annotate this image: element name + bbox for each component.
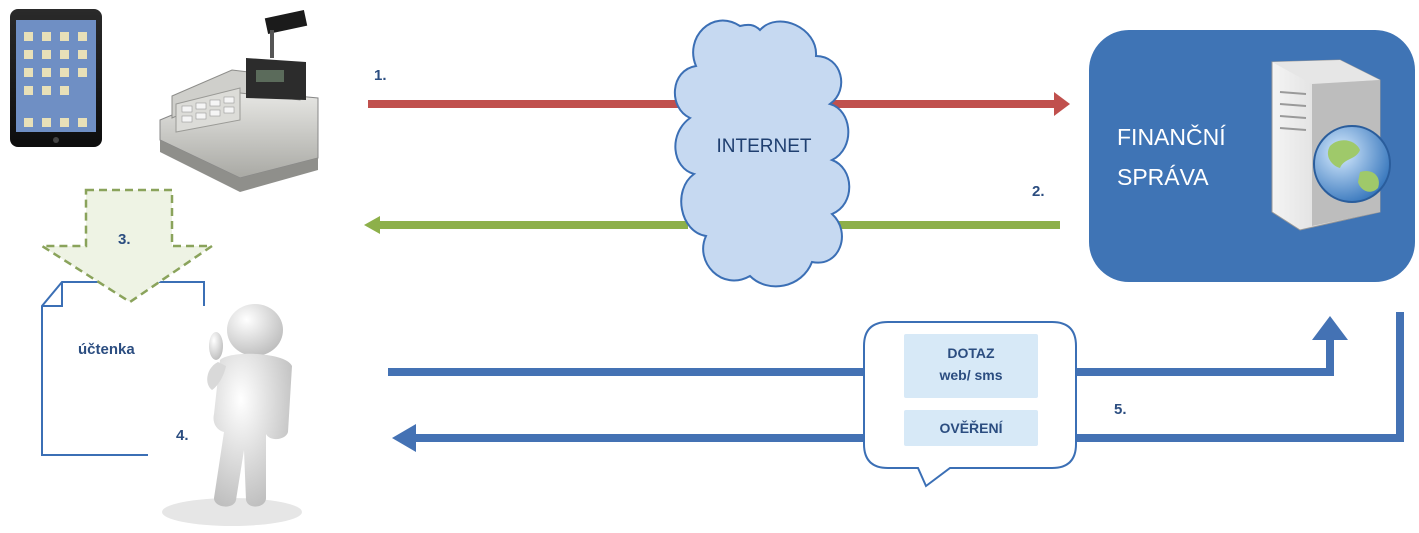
server-label-line2: SPRÁVA [1117, 164, 1209, 190]
internet-label: INTERNET [717, 136, 812, 157]
query-line2: web/ sms [938, 367, 1002, 383]
server-label-line1: FINANČNÍ [1117, 123, 1226, 150]
step-5-label: 5. [1114, 401, 1127, 418]
response-arrow [364, 216, 1060, 234]
cash-register-icon [159, 10, 319, 192]
step-2-label: 2. [1032, 183, 1045, 200]
verify-label: OVĚŘENÍ [939, 419, 1003, 436]
request-arrow [368, 92, 1070, 116]
receipt-issue-arrow [37, 188, 217, 304]
internet-cloud: INTERNET [674, 19, 851, 288]
query-box [904, 334, 1038, 398]
tablet-icon [10, 9, 102, 147]
query-arrow [388, 316, 1348, 376]
query-line1: DOTAZ [947, 345, 995, 361]
step-4-label: 4. [176, 427, 189, 444]
globe-icon [1313, 125, 1391, 203]
verification-arrow [392, 312, 1404, 452]
step-1-label: 1. [374, 67, 387, 84]
verify-box [904, 410, 1038, 446]
receipt-icon [41, 281, 205, 456]
financial-administration-box: FINANČNÍ SPRÁVA [1089, 30, 1415, 282]
query-bubble: DOTAZ web/ sms OVĚŘENÍ [863, 321, 1077, 488]
step-3-label: 3. [118, 231, 131, 248]
receipt-label: účtenka [78, 341, 135, 358]
person-icon [162, 304, 302, 526]
